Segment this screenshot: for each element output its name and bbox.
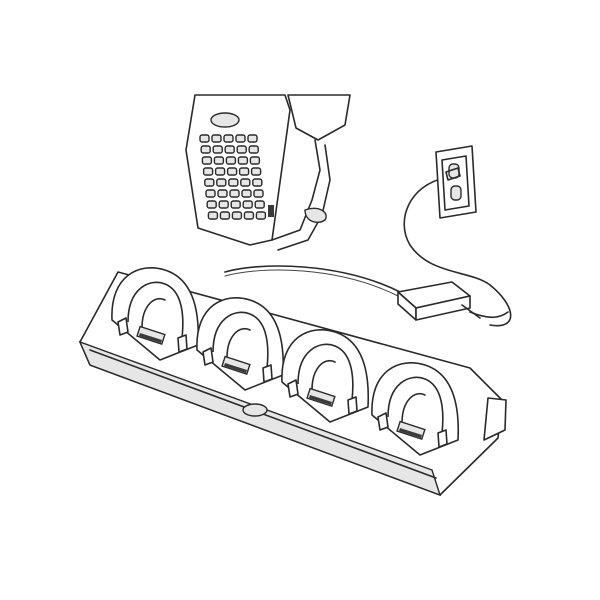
keypad-key: [235, 134, 246, 143]
keypad-key: [202, 167, 214, 176]
power-supply-brick: [397, 281, 481, 321]
keypad-key: [247, 134, 258, 143]
keypad-key: [249, 156, 261, 165]
keypad-key: [212, 145, 223, 154]
keypad-key: [252, 178, 263, 187]
keypad-key: [253, 189, 264, 198]
keypad-key: [223, 134, 234, 143]
keypad-key: [248, 145, 259, 154]
keypad-key: [216, 178, 227, 187]
keypad-key: [242, 200, 253, 209]
keypad-key: [241, 189, 252, 198]
charging-slot: [196, 296, 285, 391]
keypad-key: [207, 211, 219, 220]
keypad-key: [229, 189, 240, 198]
keypad-key: [205, 189, 216, 198]
keypad-key: [230, 200, 241, 209]
wall-outlet: [435, 145, 477, 219]
keypad-key: [240, 178, 251, 187]
keypad-key: [211, 134, 222, 143]
keypad-key: [236, 145, 247, 154]
outlet-cable: [403, 177, 512, 327]
keypad-key: [218, 200, 229, 209]
charging-slot: [371, 361, 460, 456]
keypad-key: [206, 200, 217, 209]
keypad-key: [219, 211, 231, 220]
keypad-key: [200, 145, 211, 154]
charging-slot: [281, 328, 370, 423]
keypad-key: [231, 211, 243, 220]
cradle-cable: [224, 265, 401, 293]
charging-slot: [111, 266, 200, 361]
keypad-key: [217, 189, 228, 198]
keypad-key: [199, 134, 210, 143]
keypad-key: [243, 211, 255, 220]
keypad-key: [201, 156, 213, 165]
keypad-key: [254, 200, 265, 209]
keypad-key: [213, 156, 225, 165]
four-slot-cradle: [78, 266, 507, 497]
keypad-key: [237, 156, 249, 165]
keypad-key: [224, 145, 235, 154]
keypad-key: [214, 167, 226, 176]
handheld-computer: [185, 94, 351, 251]
keypad-key: [250, 167, 262, 176]
status-led: [242, 403, 268, 417]
keypad: [199, 134, 267, 220]
keypad-key: [228, 178, 239, 187]
keypad-key: [226, 167, 238, 176]
keypad-key: [238, 167, 250, 176]
keypad-key: [204, 178, 215, 187]
keypad-key: [255, 211, 267, 220]
keypad-key: [225, 156, 237, 165]
